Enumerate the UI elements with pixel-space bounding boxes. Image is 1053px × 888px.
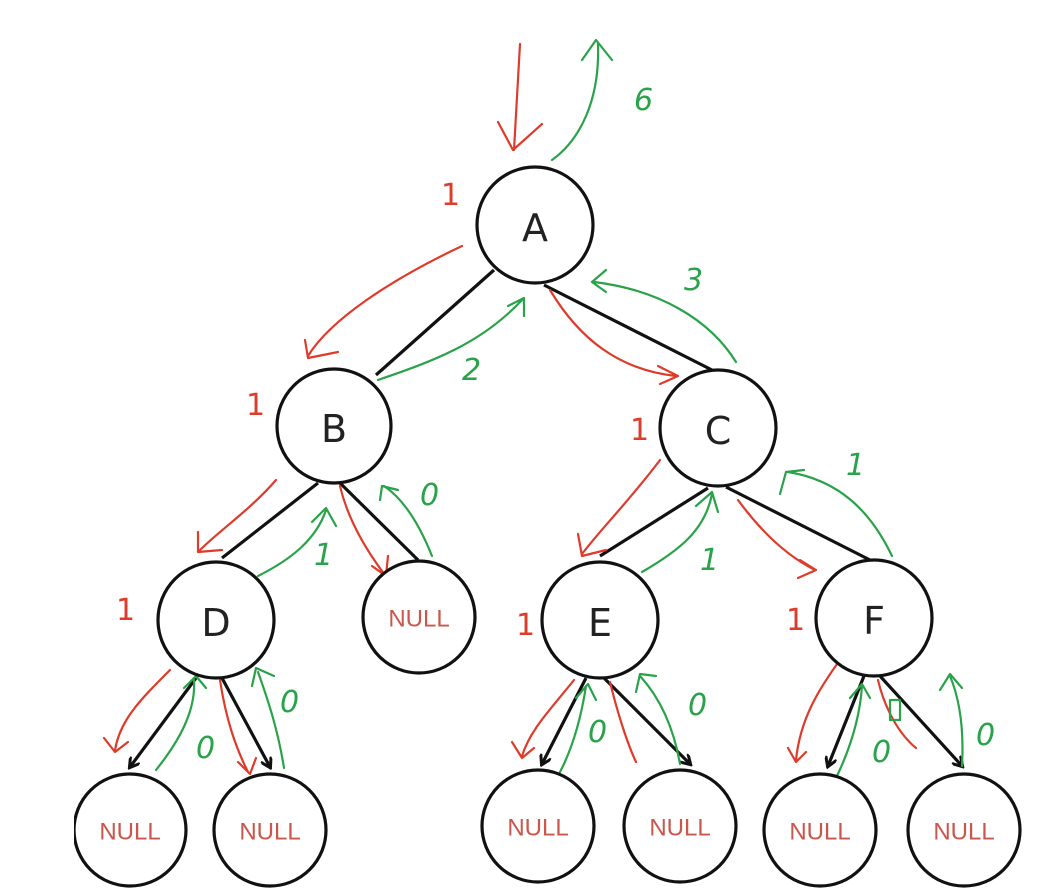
edge-e-null-right [602, 676, 690, 764]
green-mark-b-null: 0 [420, 478, 439, 513]
null-label: NULL [239, 819, 300, 846]
tree-edges [130, 268, 962, 767]
edge-a-b [374, 268, 496, 377]
green-mark-f: 1 [846, 448, 865, 483]
node-d: D [156, 560, 276, 680]
node-e-right-null: NULL [622, 768, 738, 884]
node-e: E [540, 560, 660, 680]
left-margin [0, 0, 74, 888]
edge-b-d [221, 481, 319, 560]
null-label: NULL [388, 606, 449, 633]
node-a-label: A [522, 206, 548, 250]
green-return-strokes [154, 38, 964, 780]
node-b: B [275, 367, 393, 485]
edge-f-null-right [878, 674, 962, 766]
green-count-marks: 6 3 2 1 0 1 1 0 0 0 0 0 0 [196, 83, 995, 770]
red-descent-strokes [102, 42, 918, 776]
green-mark-b: 2 [462, 353, 481, 388]
node-d-right-null: NULL [212, 772, 328, 888]
red-count-marks: 1 1 1 1 1 1 [116, 178, 805, 643]
green-mark-d-left: 0 [196, 731, 215, 766]
green-mark-e-right: 0 [688, 688, 707, 723]
green-mark-d-right: 0 [280, 685, 299, 720]
edge-b-null [338, 481, 420, 562]
green-mark-c: 3 [684, 263, 703, 298]
null-label: NULL [933, 819, 994, 846]
edge-c-e [599, 486, 709, 558]
node-f-left-null: NULL [762, 772, 878, 888]
red-mark-b: 1 [246, 388, 265, 423]
edge-d-null-right [220, 677, 270, 767]
node-c: C [658, 368, 778, 488]
null-label: NULL [789, 819, 850, 846]
node-f: F [814, 558, 934, 678]
node-d-label: D [201, 601, 230, 645]
edge-d-null-left [130, 677, 198, 767]
green-mark-e-left: 0 [588, 715, 607, 750]
node-c-label: C [705, 409, 732, 453]
edge-a-c [543, 283, 713, 372]
tree-nodes: A B C D NULL E F NULL [72, 165, 1022, 888]
green-mark-f-left: 0 [872, 735, 891, 770]
node-a: A [475, 165, 595, 285]
edge-e-null-left [542, 677, 588, 764]
edge-f-null-left [828, 675, 866, 766]
node-d-left-null: NULL [72, 772, 188, 888]
null-label: NULL [649, 815, 710, 842]
green-mark-f-right: 0 [976, 718, 995, 753]
red-mark-c: 1 [630, 413, 649, 448]
node-f-label: F [863, 599, 885, 643]
red-mark-a: 1 [441, 178, 460, 213]
node-b-right-null: NULL [361, 559, 477, 675]
green-mark-a: 6 [634, 83, 653, 118]
null-label: NULL [99, 819, 160, 846]
null-label: NULL [507, 815, 568, 842]
red-mark-e: 1 [516, 608, 535, 643]
node-b-label: B [321, 407, 347, 451]
green-mark-d: 1 [314, 538, 333, 573]
red-mark-d: 1 [116, 593, 135, 628]
node-f-right-null: NULL [906, 772, 1022, 888]
green-mark-e: 1 [700, 543, 719, 578]
edge-c-f [725, 485, 871, 562]
node-e-left-null: NULL [480, 768, 596, 884]
red-mark-f: 1 [786, 603, 805, 638]
node-e-label: E [588, 601, 612, 645]
